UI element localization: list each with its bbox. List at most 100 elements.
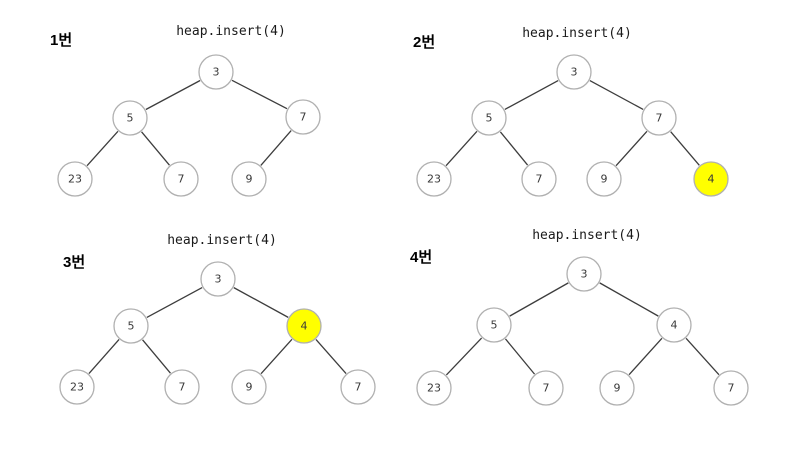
tree-node-circle [112, 100, 148, 136]
tree-edge [142, 339, 171, 374]
tree-node-circle [59, 369, 95, 405]
tree-node: 3 [566, 256, 602, 292]
tree-node-circle [163, 161, 199, 197]
panel-2-label: 2번 [413, 34, 436, 51]
tree-node-value: 23 [70, 381, 84, 394]
tree-edge [685, 337, 720, 376]
tree-node-value: 7 [656, 112, 663, 125]
tree-node: 3 [556, 54, 592, 90]
tree-node: 3 [200, 261, 236, 297]
tree-edge [509, 282, 569, 317]
tree-node-circle [231, 161, 267, 197]
panel-3-label: 3번 [63, 254, 86, 271]
tree-node-value: 9 [601, 173, 608, 186]
tree-node-value: 3 [213, 66, 220, 79]
tree-edge [86, 130, 119, 167]
tree-node: 7 [641, 100, 677, 136]
tree-node: 5 [112, 100, 148, 136]
tree-node: 5 [476, 307, 512, 343]
tree-node-value: 5 [128, 320, 135, 333]
tree-edge [260, 130, 292, 166]
tree-edge [504, 79, 559, 111]
tree-node-value: 7 [536, 173, 543, 186]
tree-node-circle [693, 161, 729, 197]
tree-node-value: 3 [581, 268, 588, 281]
panel-4-label: 4번 [410, 249, 433, 266]
tree-node: 7 [528, 370, 564, 406]
tree-node: 9 [586, 161, 622, 197]
tree-node-value: 5 [486, 112, 493, 125]
tree-node-value: 7 [728, 382, 735, 395]
tree-node: 23 [59, 369, 95, 405]
tree-node-value: 5 [491, 319, 498, 332]
tree-edge [628, 337, 663, 376]
tree-node-value: 23 [68, 173, 82, 186]
tree-node: 7 [285, 99, 321, 135]
tree-node: 23 [416, 161, 452, 197]
tree-node: 7 [340, 369, 376, 405]
tree-node-circle [476, 307, 512, 343]
tree-node-value: 4 [671, 319, 678, 332]
tree-node-circle [416, 370, 452, 406]
tree-edge [599, 282, 659, 317]
tree-node-circle [641, 100, 677, 136]
tree-node: 3 [198, 54, 234, 90]
tree-edge [260, 338, 293, 375]
tree-node: 23 [57, 161, 93, 197]
tree-node-value: 7 [179, 381, 186, 394]
tree-node-circle [586, 161, 622, 197]
tree-node-circle [57, 161, 93, 197]
tree-node: 7 [164, 369, 200, 405]
tree-node-value: 3 [215, 273, 222, 286]
tree-node: 9 [231, 369, 267, 405]
tree-node-circle [198, 54, 234, 90]
tree-node-value: 7 [300, 111, 307, 124]
tree-edge [499, 131, 529, 166]
tree-node-value: 4 [301, 320, 308, 333]
tree-node-value: 9 [614, 382, 621, 395]
tree-node-value: 7 [178, 173, 185, 186]
tree-node-circle [416, 161, 452, 197]
tree-node-value: 7 [543, 382, 550, 395]
tree-node-circle [599, 370, 635, 406]
tree-node-circle [285, 99, 321, 135]
tree-node-highlighted: 4 [286, 308, 322, 344]
tree-node-circle [164, 369, 200, 405]
tree-node-circle [113, 308, 149, 344]
tree-node-circle [521, 161, 557, 197]
tree-node: 7 [521, 161, 557, 197]
tree-node: 5 [471, 100, 507, 136]
tree-edge [145, 79, 201, 111]
tree-edge [141, 131, 170, 166]
tree-node-value: 7 [355, 381, 362, 394]
tree-node: 7 [713, 370, 749, 406]
tree-node-circle [286, 308, 322, 344]
tree-node: 4 [656, 307, 692, 343]
panel-1-title: heap.insert(4) [176, 24, 286, 39]
panel-4-title: heap.insert(4) [532, 228, 642, 243]
tree-node-value: 9 [246, 173, 253, 186]
panel-1-label: 1번 [50, 32, 73, 49]
tree-node: 7 [163, 161, 199, 197]
panel-3-title: heap.insert(4) [167, 233, 277, 248]
tree-edge [615, 130, 648, 167]
tree-node-circle [556, 54, 592, 90]
tree-edge [589, 79, 644, 111]
tree-edge [315, 339, 347, 374]
tree-node-value: 4 [708, 173, 715, 186]
tree-edge [146, 286, 203, 319]
tree-edge [504, 338, 536, 375]
tree-node-circle [340, 369, 376, 405]
tree-node-circle [528, 370, 564, 406]
tree-node-circle [713, 370, 749, 406]
tree-edge [445, 337, 483, 376]
tree-node-highlighted: 4 [693, 161, 729, 197]
tree-node-value: 3 [571, 66, 578, 79]
tree-node: 23 [416, 370, 452, 406]
tree-node-value: 23 [427, 173, 441, 186]
tree-node: 5 [113, 308, 149, 344]
tree-node-circle [231, 369, 267, 405]
tree-node-value: 9 [246, 381, 253, 394]
